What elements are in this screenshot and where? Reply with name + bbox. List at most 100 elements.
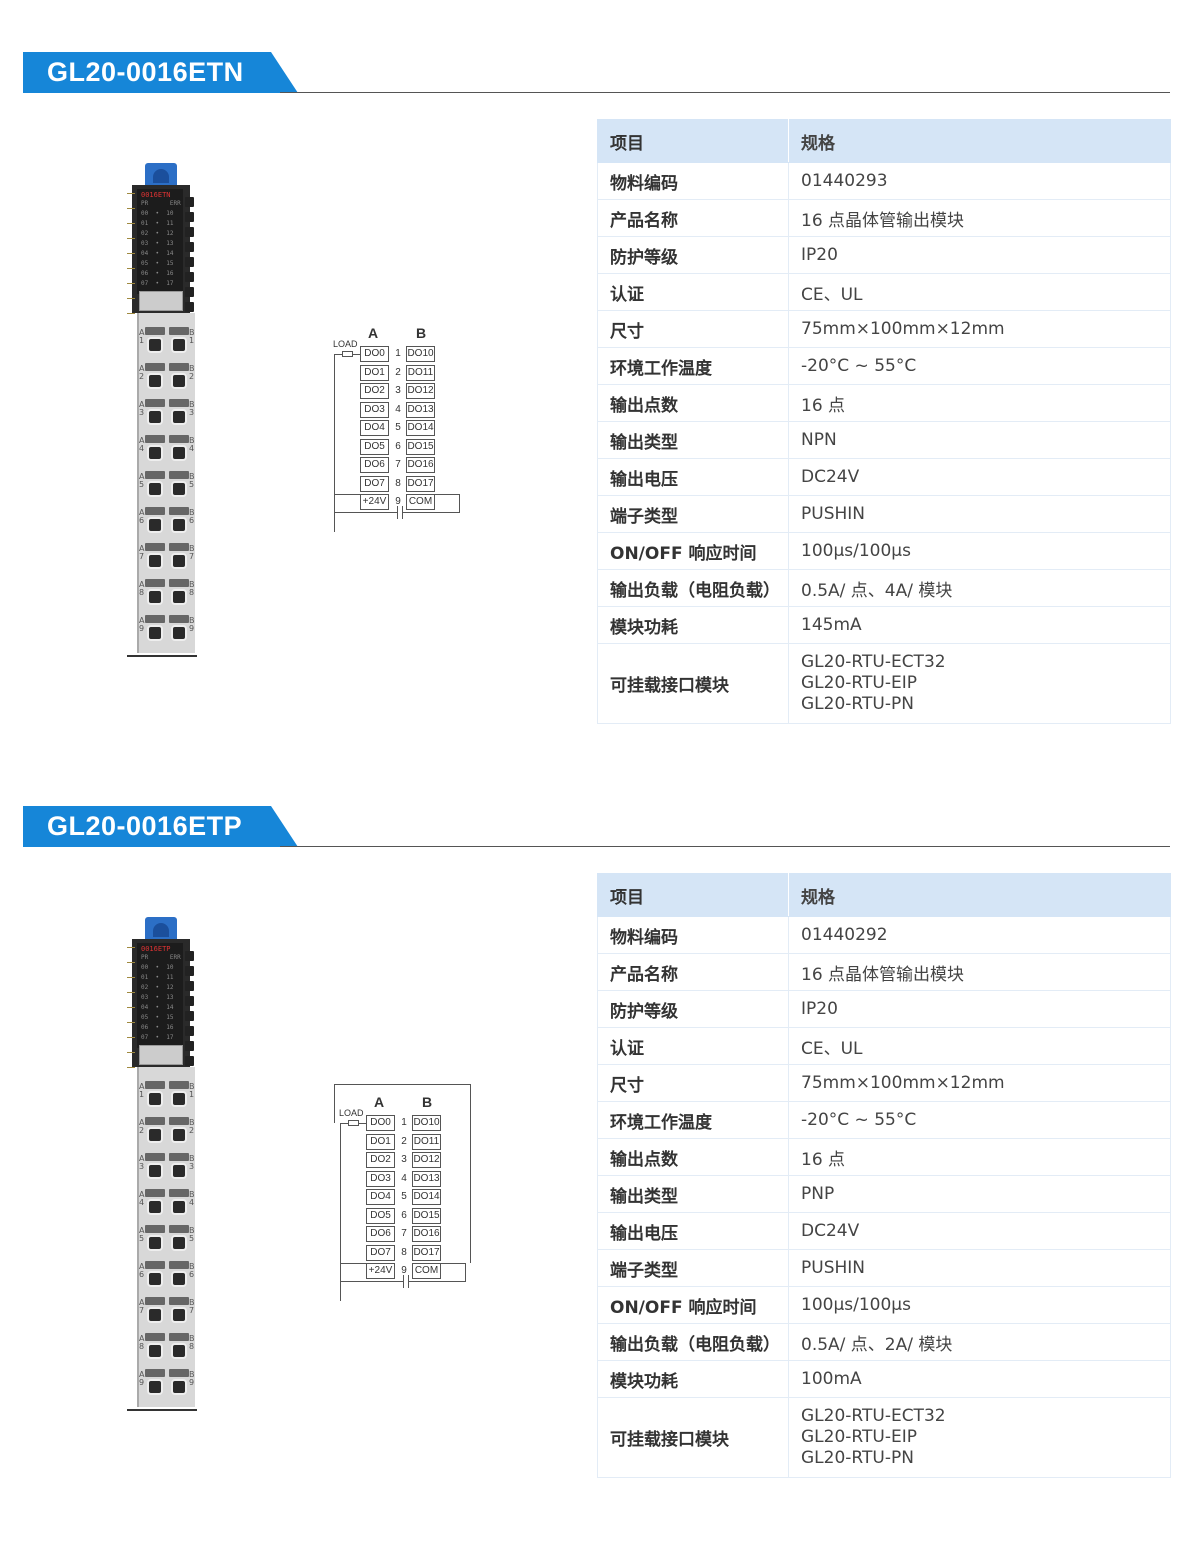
terminal-number: 1 <box>395 348 401 359</box>
wire <box>334 494 360 495</box>
terminal-hole <box>147 517 163 533</box>
spec-name: 认证 <box>597 273 789 311</box>
tab <box>185 1011 194 1021</box>
terminal-button <box>145 1261 165 1269</box>
terminal-button <box>169 1333 189 1341</box>
terminal-a7 <box>145 543 165 571</box>
terminal-button <box>169 363 189 371</box>
terminal-b6 <box>169 507 189 535</box>
terminal-cell-b: DO10 <box>412 1115 441 1131</box>
wire <box>334 512 398 513</box>
terminal-b6 <box>169 1261 189 1289</box>
terminal-cell-b: DO14 <box>412 1189 441 1205</box>
terminal-button <box>169 1153 189 1161</box>
spec-value: 16 点晶体管输出模块 <box>788 953 1171 991</box>
spec-name: 输出负载（电阻负载） <box>597 569 789 607</box>
wire <box>465 1263 466 1282</box>
module-label: 0016ETP <box>141 945 171 953</box>
tab <box>185 257 194 267</box>
wire <box>334 1084 335 1123</box>
wire <box>459 494 460 513</box>
terminal-cell-b: DO17 <box>406 475 435 492</box>
load-resistor-icon <box>342 351 353 357</box>
table-row: 输出负载（电阻负载）0.5A/ 点、4A/ 模块 <box>597 569 1171 607</box>
terminal-hole <box>147 625 163 641</box>
terminal-a3 <box>145 1153 165 1181</box>
led-row: 02 • 12 <box>141 230 174 237</box>
spec-value-line: GL20-RTU-ECT32 <box>801 1406 946 1426</box>
terminal-cell-a: DO6 <box>366 1226 395 1242</box>
module-foot <box>127 649 197 657</box>
terminal-hole <box>147 1307 163 1323</box>
terminal-a5 <box>145 1225 165 1253</box>
led-row: 07 • 17 <box>141 280 174 287</box>
side-tabs <box>185 197 194 332</box>
spec-value-line: GL20-RTU-EIP <box>801 1427 917 1447</box>
tab <box>185 212 194 222</box>
terminal-cell-b: DO10 <box>406 346 435 362</box>
pin <box>127 977 135 978</box>
spec-value: PNP <box>788 1175 1171 1213</box>
terminal-b4 <box>169 435 189 463</box>
header-item: 项目 <box>597 119 789 163</box>
terminal-button <box>145 435 165 443</box>
terminal-number: 3 <box>395 385 401 396</box>
led-row: 05 • 15 <box>141 260 174 267</box>
spec-value: 100mA <box>788 1360 1171 1398</box>
spec-name: 防护等级 <box>597 990 789 1028</box>
spec-value: 0.5A/ 点、4A/ 模块 <box>788 569 1171 607</box>
spec-name: 尺寸 <box>597 1064 789 1102</box>
terminal-b1 <box>169 327 189 355</box>
terminal-button <box>145 1333 165 1341</box>
side-tabs <box>185 951 194 1086</box>
terminal-cell-a: +24V <box>360 494 389 510</box>
spec-name: 尺寸 <box>597 310 789 348</box>
led-row: 04 • 14 <box>141 1004 174 1011</box>
terminal-hole <box>171 1307 187 1323</box>
terminal-cell-b: COM <box>412 1263 441 1279</box>
terminal-number: 1 <box>401 1117 407 1128</box>
terminal-hole <box>147 1271 163 1287</box>
terminal-cell-a: DO4 <box>366 1189 395 1205</box>
spec-value: -20°C ~ 55°C <box>788 347 1171 385</box>
spec-name: 输出类型 <box>597 1175 789 1213</box>
terminal-hole <box>147 1127 163 1143</box>
tab <box>185 1026 194 1036</box>
terminal-button <box>169 1297 189 1305</box>
terminal-hole <box>171 337 187 353</box>
pin <box>127 947 135 948</box>
wire <box>340 1123 341 1301</box>
terminal-button <box>169 507 189 515</box>
terminal-cell-a: DO4 <box>360 420 389 436</box>
battery-icon <box>403 1275 409 1288</box>
battery-icon <box>397 506 403 519</box>
spec-name: 防护等级 <box>597 236 789 274</box>
spec-name: 输出类型 <box>597 421 789 459</box>
led-row: 03 • 13 <box>141 994 174 1001</box>
terminal-button <box>169 399 189 407</box>
spec-name: 产品名称 <box>597 199 789 237</box>
terminal-a7 <box>145 1297 165 1325</box>
spec-value: PUSHIN <box>788 495 1171 533</box>
terminal-cell-a: DO6 <box>360 457 389 473</box>
led-row: 07 • 17 <box>141 1034 174 1041</box>
table-row: 环境工作温度-20°C ~ 55°C <box>597 347 1171 385</box>
terminal-button <box>145 615 165 623</box>
terminal-button <box>169 471 189 479</box>
spec-name: 模块功耗 <box>597 606 789 644</box>
